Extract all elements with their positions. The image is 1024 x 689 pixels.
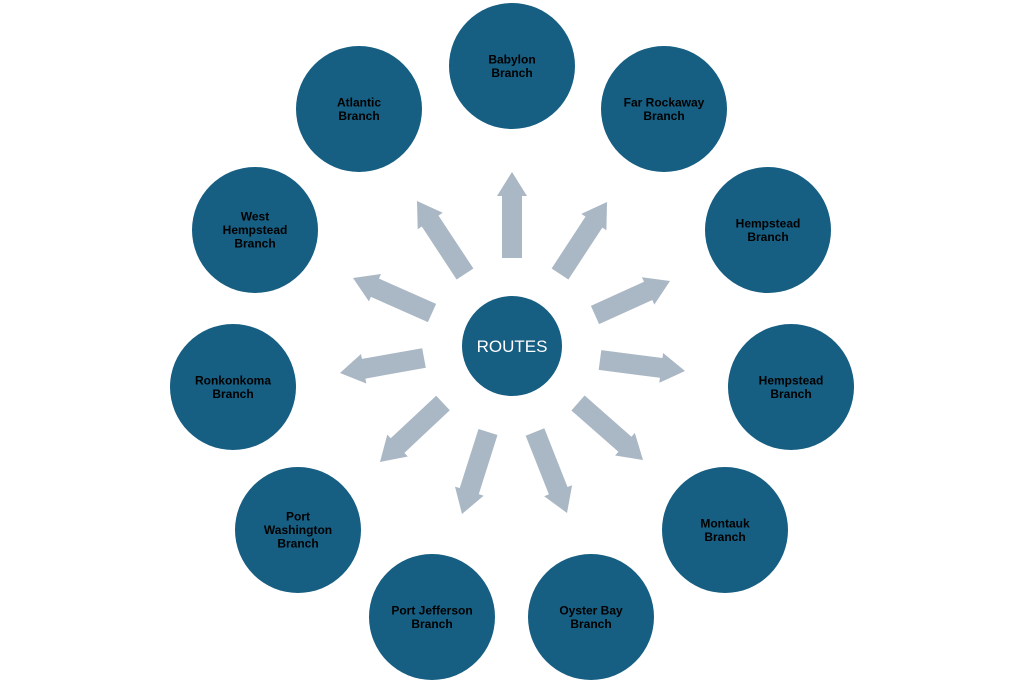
branch-label-line: Branch [770,387,811,401]
branch-label-line: Washington [264,523,332,537]
branch-label-line: Branch [411,617,452,631]
branch-label-line: Branch [570,617,611,631]
arrow-to-oyster-bay [525,428,573,513]
branch-circle [728,324,854,450]
arrows-group [340,172,685,514]
branch-circle [601,46,727,172]
branch-label-line: Ronkonkoma [195,373,271,387]
branch-circle [662,467,788,593]
center-label: ROUTES [477,337,548,356]
branch-circle [528,554,654,680]
branch-label-line: Montauk [700,516,750,530]
branch-label-line: Branch [491,66,532,80]
branch-circle [296,46,422,172]
branch-label-line: Hempstead [223,223,288,237]
branch-label-line: Atlantic [337,95,381,109]
center-circle [462,296,562,396]
branch-label-line: Branch [212,387,253,401]
arrow-to-atlantic [417,201,474,280]
branch-label-line: Branch [747,230,788,244]
branch-circle [235,467,361,593]
branch-circle [449,3,575,129]
arrow-to-far-rockaway [551,202,607,280]
branch-label-line: Oyster Bay [559,603,623,617]
branch-label-line: Branch [704,530,745,544]
branch-label-line: Branch [234,237,275,251]
arrow-to-ronkonkoma [340,348,426,384]
arrow-to-babylon [497,172,527,258]
branch-label-line: Port [286,510,310,524]
branch-label-line: Branch [277,537,318,551]
branch-label-line: Far Rockaway [624,95,705,109]
arrow-to-hempstead-1 [590,277,670,325]
center-node: ROUTES [462,296,562,396]
branch-circle [369,554,495,680]
arrow-to-montauk [571,395,643,460]
arrow-to-west-hempstead [353,274,437,323]
branch-label-line: Hempstead [736,216,801,230]
arrow-to-port-washington [380,395,450,462]
branch-circle [705,167,831,293]
branch-label-line: West [241,210,269,224]
branch-circle [170,324,296,450]
branch-label-line: Hempstead [759,373,824,387]
branch-label-line: Port Jefferson [391,603,472,617]
branch-label-line: Branch [338,109,379,123]
branch-circle [192,167,318,293]
branch-label-line: Branch [643,109,684,123]
arrow-to-hempstead-2 [598,350,685,383]
arrow-to-port-jefferson [455,429,498,514]
branch-label-line: Babylon [488,52,535,66]
